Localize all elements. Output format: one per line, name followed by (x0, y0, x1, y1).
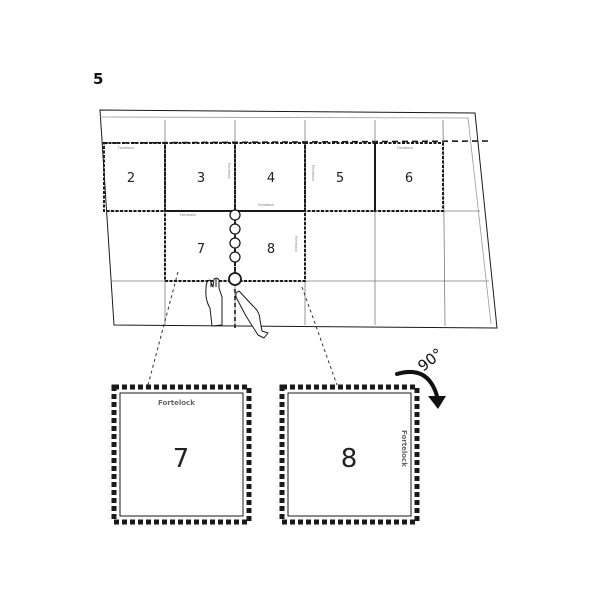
tile-joint (228, 205, 242, 330)
detail-tile-8: Fortelock 8 (279, 384, 420, 525)
tile-label: 7 (197, 242, 205, 257)
press-point-icon (228, 272, 242, 286)
hands-icon (205, 277, 269, 339)
floor-tile-labels: 2 3 4 5 6 7 8 (127, 171, 413, 257)
brand-mark: Fortelock (258, 203, 275, 207)
tile-label: 5 (336, 171, 344, 186)
rotation-angle-label: 90° (414, 345, 446, 376)
brand-mark: Fortelock (294, 236, 298, 253)
press-point-icon (229, 251, 241, 263)
detail-tile-7: Fortelock 7 (111, 384, 252, 525)
detail-tile-label: 7 (173, 444, 190, 474)
tile-label: 3 (197, 171, 205, 186)
brand-mark: Fortelock (227, 163, 231, 180)
brand-mark: Fortelock (118, 146, 135, 150)
placed-tiles (103, 142, 444, 282)
step-number: 5 (93, 70, 103, 88)
tile-label: 6 (405, 171, 413, 186)
tile-label: 8 (267, 242, 275, 257)
press-point-icon (229, 223, 241, 235)
tile-label: 2 (127, 171, 135, 186)
brand-logo: Fortelock (400, 430, 408, 467)
brand-mark: Fortelock (397, 146, 414, 150)
brand-mark: Fortelock (311, 165, 315, 182)
brand-logo: Fortelock (158, 399, 195, 407)
press-point-icon (229, 237, 241, 249)
tile-brand-markings: Fortelock Fortelock Fortelock Fortelock … (118, 146, 414, 253)
tile-label: 4 (267, 171, 275, 186)
detail-tile-label: 8 (341, 444, 358, 474)
detail-leader-lines (147, 271, 338, 386)
brand-mark: Fortelock (180, 213, 197, 217)
press-point-icon (229, 209, 241, 221)
